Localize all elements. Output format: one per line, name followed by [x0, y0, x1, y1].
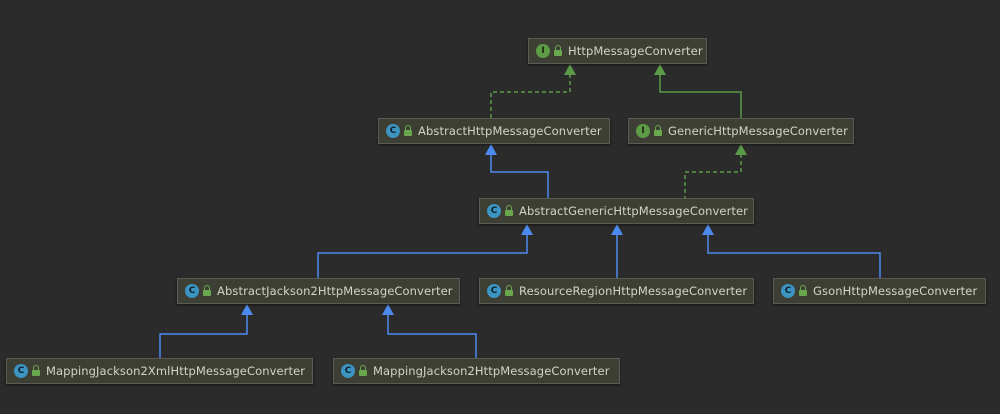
node-gson-http-message-converter[interactable]: C GsonHttpMessageConverter [773, 278, 986, 304]
node-http-message-converter[interactable]: I HttpMessageConverter [528, 38, 707, 64]
class-icon: C [386, 124, 400, 138]
public-lock-icon [553, 45, 563, 57]
edge-implements-arrow [490, 64, 576, 118]
public-lock-icon [504, 205, 514, 217]
edge-extends-arrow [159, 304, 253, 358]
node-label: MappingJackson2HttpMessageConverter [373, 364, 610, 378]
node-label: GenericHttpMessageConverter [668, 124, 848, 138]
arrowhead [382, 304, 394, 315]
arrowhead [241, 304, 253, 315]
node-label: ResourceRegionHttpMessageConverter [519, 284, 748, 298]
interface-icon: I [536, 44, 550, 58]
node-abstract-generic-http-message-converter[interactable]: C AbstractGenericHttpMessageConverter [479, 198, 754, 224]
node-label: HttpMessageConverter [568, 44, 703, 58]
arrowhead [564, 64, 576, 75]
node-label: MappingJackson2XmlHttpMessageConverter [46, 364, 306, 378]
public-lock-icon [202, 285, 212, 297]
arrowhead [654, 64, 666, 75]
node-label: AbstractJackson2HttpMessageConverter [217, 284, 453, 298]
edge-extends-interface-arrow [654, 64, 742, 118]
node-label: GsonHttpMessageConverter [813, 284, 978, 298]
public-lock-icon [504, 285, 514, 297]
edge-extends-arrow [485, 144, 549, 198]
public-lock-icon [31, 365, 41, 377]
edge-extends-arrow [382, 304, 477, 358]
edge-extends-arrow [317, 224, 533, 278]
interface-icon: I [636, 124, 650, 138]
arrowhead [611, 224, 623, 235]
arrowhead [735, 144, 747, 155]
node-mapping-jackson2-xml-http-message-converter[interactable]: C MappingJackson2XmlHttpMessageConverter [6, 358, 313, 384]
arrowhead [485, 144, 497, 155]
arrowhead [702, 224, 714, 235]
class-icon: C [185, 284, 199, 298]
class-icon: C [341, 364, 355, 378]
class-icon: C [781, 284, 795, 298]
public-lock-icon [403, 125, 413, 137]
node-resource-region-http-message-converter[interactable]: C ResourceRegionHttpMessageConverter [479, 278, 754, 304]
node-abstract-http-message-converter[interactable]: C AbstractHttpMessageConverter [378, 118, 610, 144]
node-label: AbstractHttpMessageConverter [418, 124, 602, 138]
node-mapping-jackson2-http-message-converter[interactable]: C MappingJackson2HttpMessageConverter [333, 358, 620, 384]
edge-implements-arrow [684, 144, 747, 198]
class-icon: C [487, 284, 501, 298]
edge-extends-arrow [611, 224, 623, 278]
node-label: AbstractGenericHttpMessageConverter [519, 204, 749, 218]
node-abstract-jackson2-http-message-converter[interactable]: C AbstractJackson2HttpMessageConverter [177, 278, 460, 304]
public-lock-icon [798, 285, 808, 297]
arrowhead [521, 224, 533, 235]
node-generic-http-message-converter[interactable]: I GenericHttpMessageConverter [628, 118, 854, 144]
edge-extends-arrow [702, 224, 881, 278]
class-icon: C [14, 364, 28, 378]
public-lock-icon [358, 365, 368, 377]
public-lock-icon [653, 125, 663, 137]
class-icon: C [487, 204, 501, 218]
